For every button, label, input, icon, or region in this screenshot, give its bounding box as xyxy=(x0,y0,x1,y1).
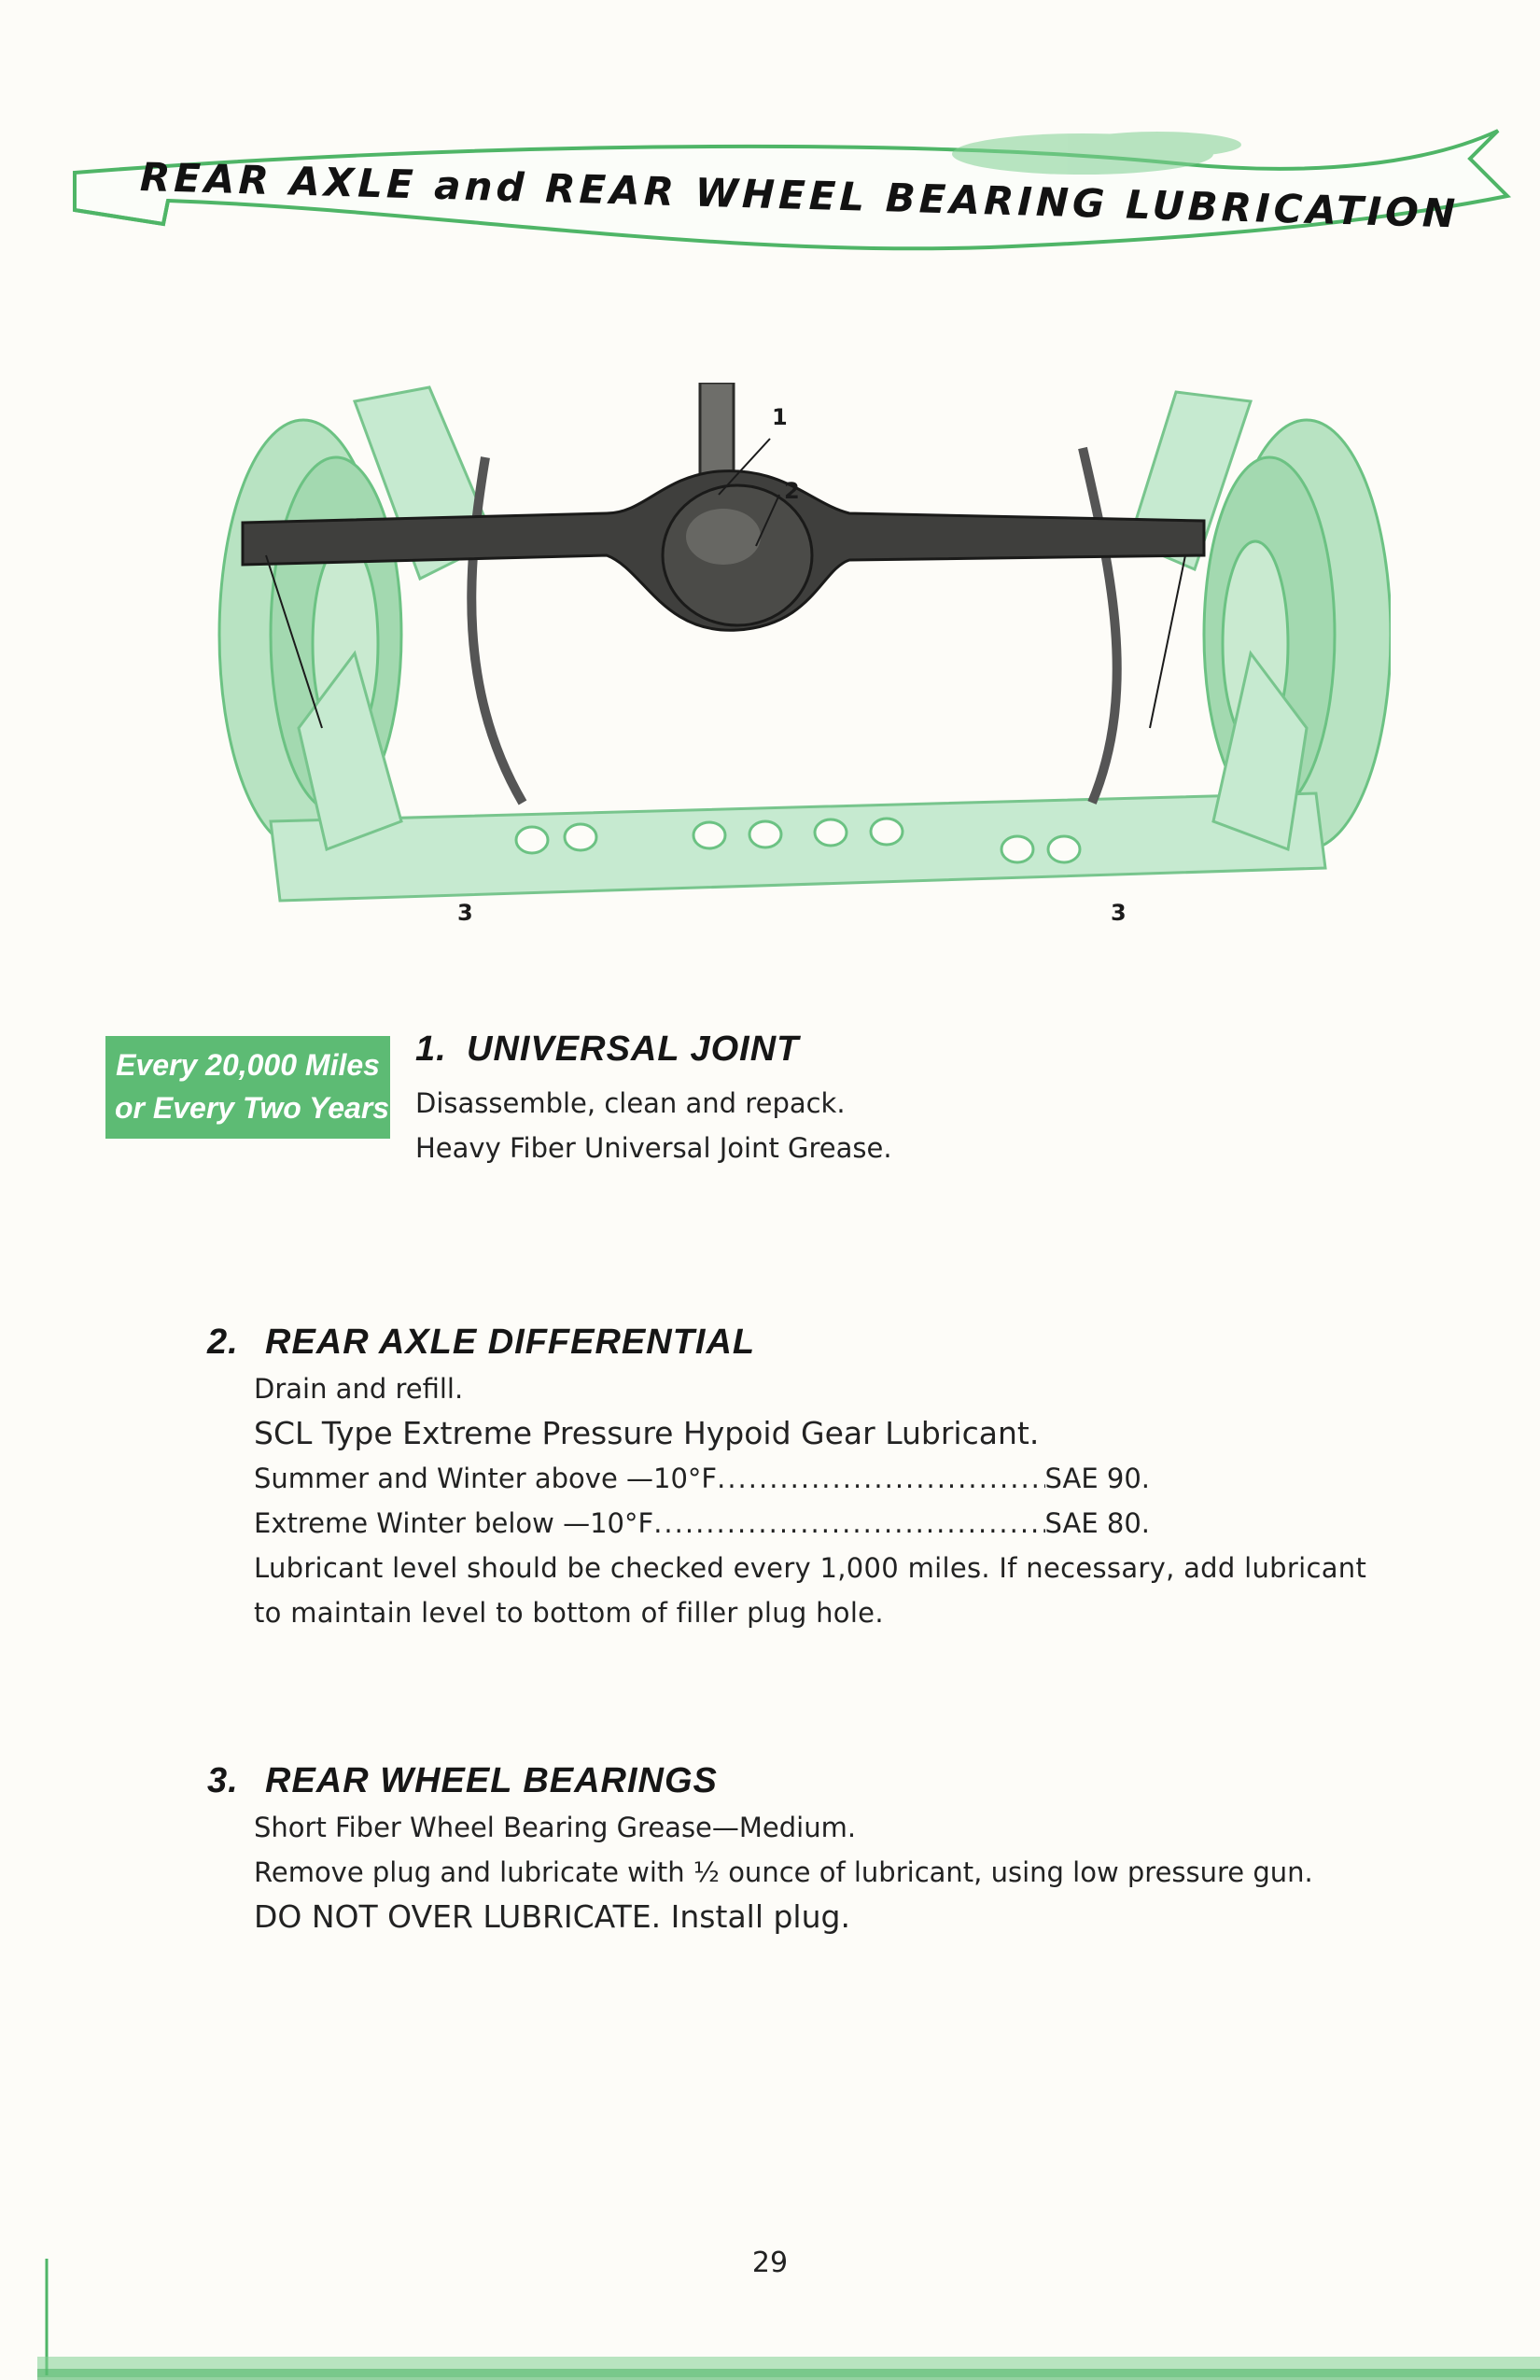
section-rear-wheel-bearings: 3. REAR WHEEL BEARINGS Short Fiber Wheel … xyxy=(207,1761,1402,1939)
section-heading: 1. UNIVERSAL JOINT xyxy=(415,1029,1442,1070)
section-heading: 3. REAR WHEEL BEARINGS xyxy=(207,1761,1402,1801)
title-ribbon xyxy=(73,129,1512,251)
instruction-line: Disassemble, clean and repack. xyxy=(415,1087,846,1119)
dot-leader: ........................................… xyxy=(717,1463,1044,1494)
lubricant-type: SCL Type Extreme Pressure Hypoid Gear Lu… xyxy=(254,1415,1040,1451)
grade-condition: Summer and Winter above —10°F xyxy=(254,1463,718,1494)
callout-2: 2 xyxy=(784,478,800,504)
section-title: REAR AXLE DIFFERENTIAL xyxy=(265,1323,756,1362)
page-number: 29 xyxy=(751,2247,789,2279)
instruction-line: Remove plug and lubricate with ½ ounce o… xyxy=(254,1856,1313,1888)
grade-row: Summer and Winter above —10°F ..........… xyxy=(254,1456,1150,1501)
section-number: 2. xyxy=(207,1323,239,1362)
callout-1: 1 xyxy=(772,404,788,430)
section-number: 3. xyxy=(207,1761,239,1800)
rear-axle-illustration xyxy=(217,383,1391,903)
instruction-line: Short Fiber Wheel Bearing Grease—Medium. xyxy=(254,1812,857,1843)
dot-leader: ........................................… xyxy=(653,1507,1045,1539)
decorative-bottom-edge xyxy=(37,2259,1540,2380)
section-heading: 2. REAR AXLE DIFFERENTIAL xyxy=(207,1323,1402,1363)
warning-line: DO NOT OVER LUBRICATE. Install plug. xyxy=(254,1898,850,1935)
grade-row: Extreme Winter below —10°F .............… xyxy=(254,1501,1150,1546)
service-interval-badge: Every 20,000 Miles or Every Two Years xyxy=(105,1036,390,1139)
maintenance-note: Lubricant level should be checked every … xyxy=(254,1552,1367,1629)
section-title: REAR WHEEL BEARINGS xyxy=(265,1761,718,1800)
section-title: UNIVERSAL JOINT xyxy=(467,1029,800,1069)
grade-value: SAE 90. xyxy=(1044,1463,1150,1494)
section-universal-joint: 1. UNIVERSAL JOINT Disassemble, clean and… xyxy=(415,1029,1442,1170)
interval-line-1: Every 20,000 Miles xyxy=(116,1048,380,1082)
section-rear-axle-differential: 2. REAR AXLE DIFFERENTIAL Drain and refil… xyxy=(207,1323,1402,1635)
instruction-line: Heavy Fiber Universal Joint Grease. xyxy=(415,1132,892,1164)
grade-value: SAE 80. xyxy=(1044,1507,1150,1539)
callout-3-left: 3 xyxy=(457,900,473,926)
interval-line-2: or Every Two Years xyxy=(115,1091,390,1125)
grade-condition: Extreme Winter below —10°F xyxy=(254,1507,654,1539)
section-number: 1. xyxy=(415,1029,447,1069)
instruction-line: Drain and refill. xyxy=(254,1373,464,1405)
callout-3-right: 3 xyxy=(1111,900,1127,926)
